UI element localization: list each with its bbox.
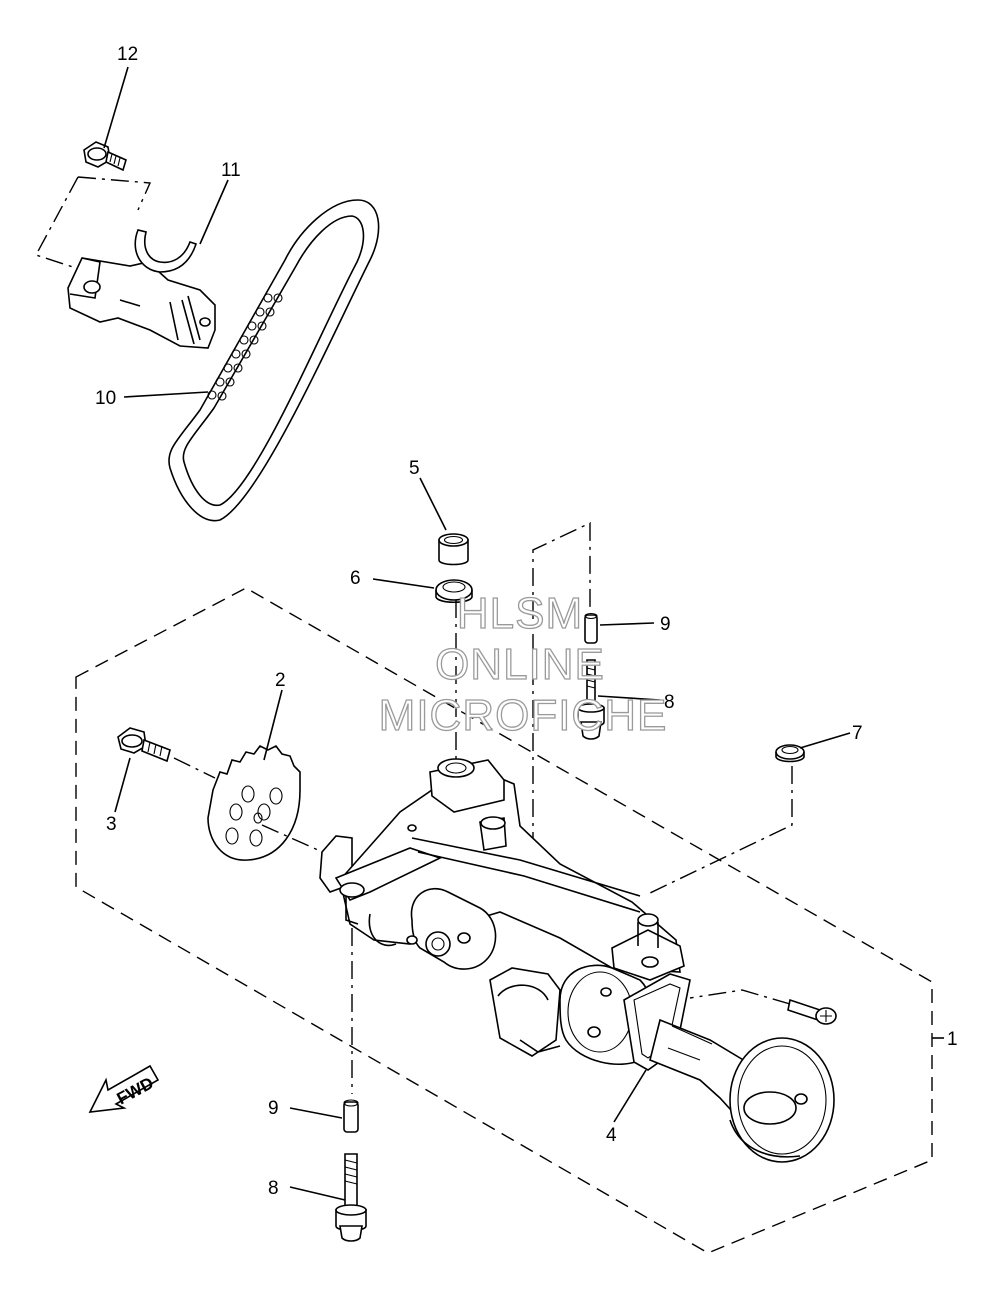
callout-5: 5: [409, 458, 420, 479]
bolt-12: [83, 141, 127, 172]
sprocket-2: [207, 744, 301, 861]
link-7-pump: [649, 766, 793, 894]
link-3-sprocket: [173, 757, 216, 779]
collar-5: [438, 533, 469, 566]
bolt-3: [117, 727, 171, 763]
oil-strainer: [649, 1018, 835, 1163]
callout-6: 6: [350, 568, 361, 589]
leader-lines: [103, 66, 851, 1201]
watermark-line-2: ONLINE: [435, 640, 605, 689]
callout-10: 10: [95, 388, 116, 409]
link-2-pump: [261, 824, 319, 851]
callout-9-upper: 9: [660, 614, 671, 635]
o-ring-6: [435, 579, 473, 604]
callout-7: 7: [852, 723, 863, 744]
callout-11: 11: [221, 160, 241, 181]
fwd-arrow-icon: FWD: [88, 1064, 160, 1113]
dowel-9-upper: [584, 612, 598, 644]
bolt-8-upper: [577, 659, 605, 740]
callout-4: 4: [606, 1125, 617, 1146]
oil-pump-body: [319, 758, 685, 1066]
link-strainer-bolt: [689, 989, 791, 1005]
bolt-8-lower: [335, 1153, 367, 1242]
dowel-9-lower: [343, 1099, 359, 1133]
callout-1: 1: [947, 1029, 958, 1050]
watermark-line-1: HLSM: [457, 589, 583, 638]
callout-8-lower: 8: [268, 1178, 279, 1199]
callout-12: 12: [117, 44, 138, 65]
link-9-8-upper: [532, 521, 591, 850]
chain-guide-11: [67, 229, 216, 349]
watermark-line-3: MICROFICHE: [379, 691, 668, 740]
o-ring-7: [775, 744, 805, 763]
callout-9-lower: 9: [268, 1098, 279, 1119]
watermark: HLSM ONLINE MICROFICHE: [378, 588, 668, 740]
strainer-bolt: [787, 998, 837, 1025]
callout-2: 2: [275, 670, 286, 691]
callout-8-upper: 8: [664, 692, 675, 713]
callout-3: 3: [106, 814, 117, 835]
timing-chain-10: [168, 199, 380, 522]
link-12-11: [34, 176, 152, 269]
